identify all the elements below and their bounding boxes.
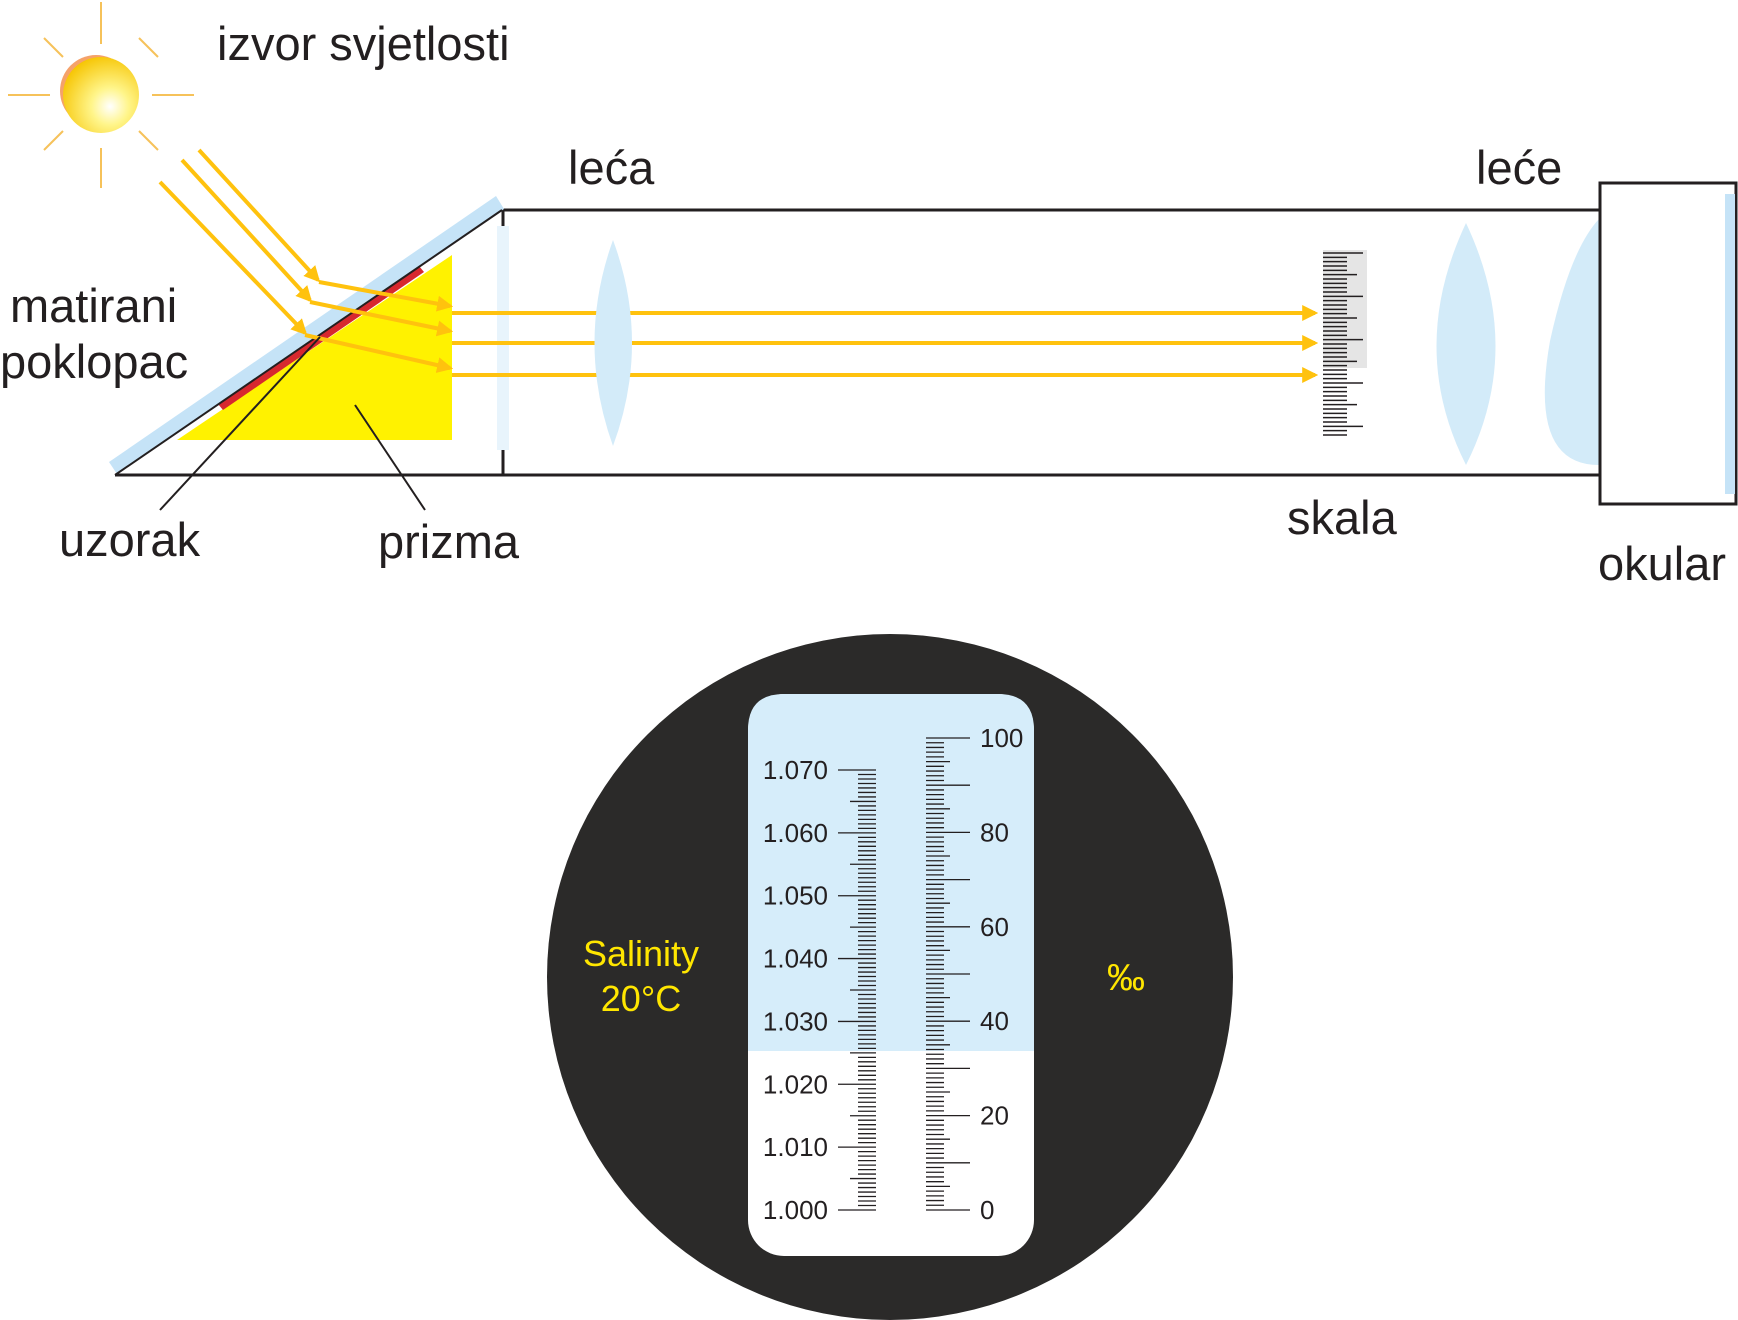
salinity-scale-labels: 100 80 60 40 20 0 xyxy=(980,723,1023,1225)
density-scale xyxy=(838,769,876,1211)
eyepiece-label: okular xyxy=(1598,537,1726,590)
density-scale-labels: 1.070 1.060 1.050 1.040 1.030 1.020 1.010 1.000 xyxy=(763,755,828,1225)
salinity-value-label: 40 xyxy=(980,1006,1009,1036)
salinity-value-label: 0 xyxy=(980,1195,994,1225)
lenses-label: leće xyxy=(1476,141,1562,194)
sun-icon xyxy=(8,2,194,188)
density-label: 1.020 xyxy=(763,1069,828,1099)
window-glass xyxy=(497,226,509,450)
sample-boundary-blue xyxy=(748,694,1034,1051)
scale-reticle xyxy=(1323,250,1367,436)
sample-leader xyxy=(159,336,321,511)
sample-label: uzorak xyxy=(59,513,201,566)
salinity-temperature-label: 20°C xyxy=(601,978,681,1019)
density-label: 1.000 xyxy=(763,1195,828,1225)
salinity-value-label: 20 xyxy=(980,1101,1009,1131)
permille-label: ‰ xyxy=(1107,957,1145,999)
density-label: 1.050 xyxy=(763,881,828,911)
light-source-label: izvor svjetlosti xyxy=(217,17,510,70)
salinity-scale xyxy=(926,737,970,1211)
light-rays xyxy=(158,148,1319,383)
frosted-cover-label-line1: matirani xyxy=(10,279,177,332)
density-label: 1.030 xyxy=(763,1006,828,1036)
prism xyxy=(177,255,452,440)
salinity-value-label: 100 xyxy=(980,723,1023,753)
salinity-label: Salinity xyxy=(583,933,699,974)
prism-label: prizma xyxy=(378,515,520,568)
frosted-cover-label-line2: poklopac xyxy=(0,335,188,388)
density-label: 1.040 xyxy=(763,944,828,974)
prism-edge xyxy=(114,209,503,476)
scale-label: skala xyxy=(1287,491,1398,544)
lens-label: leća xyxy=(568,141,655,194)
density-label: 1.060 xyxy=(763,818,828,848)
density-label: 1.010 xyxy=(763,1132,828,1162)
objective-lens xyxy=(594,240,632,446)
eyepiece-lens-2 xyxy=(1544,219,1599,465)
eyepiece-lens-1 xyxy=(1436,223,1496,465)
eyepiece-housing xyxy=(1598,181,1738,506)
salinity-value-label: 60 xyxy=(980,912,1009,942)
prism-leader xyxy=(354,404,426,511)
salinity-value-label: 80 xyxy=(980,817,1009,847)
density-label: 1.070 xyxy=(763,755,828,785)
